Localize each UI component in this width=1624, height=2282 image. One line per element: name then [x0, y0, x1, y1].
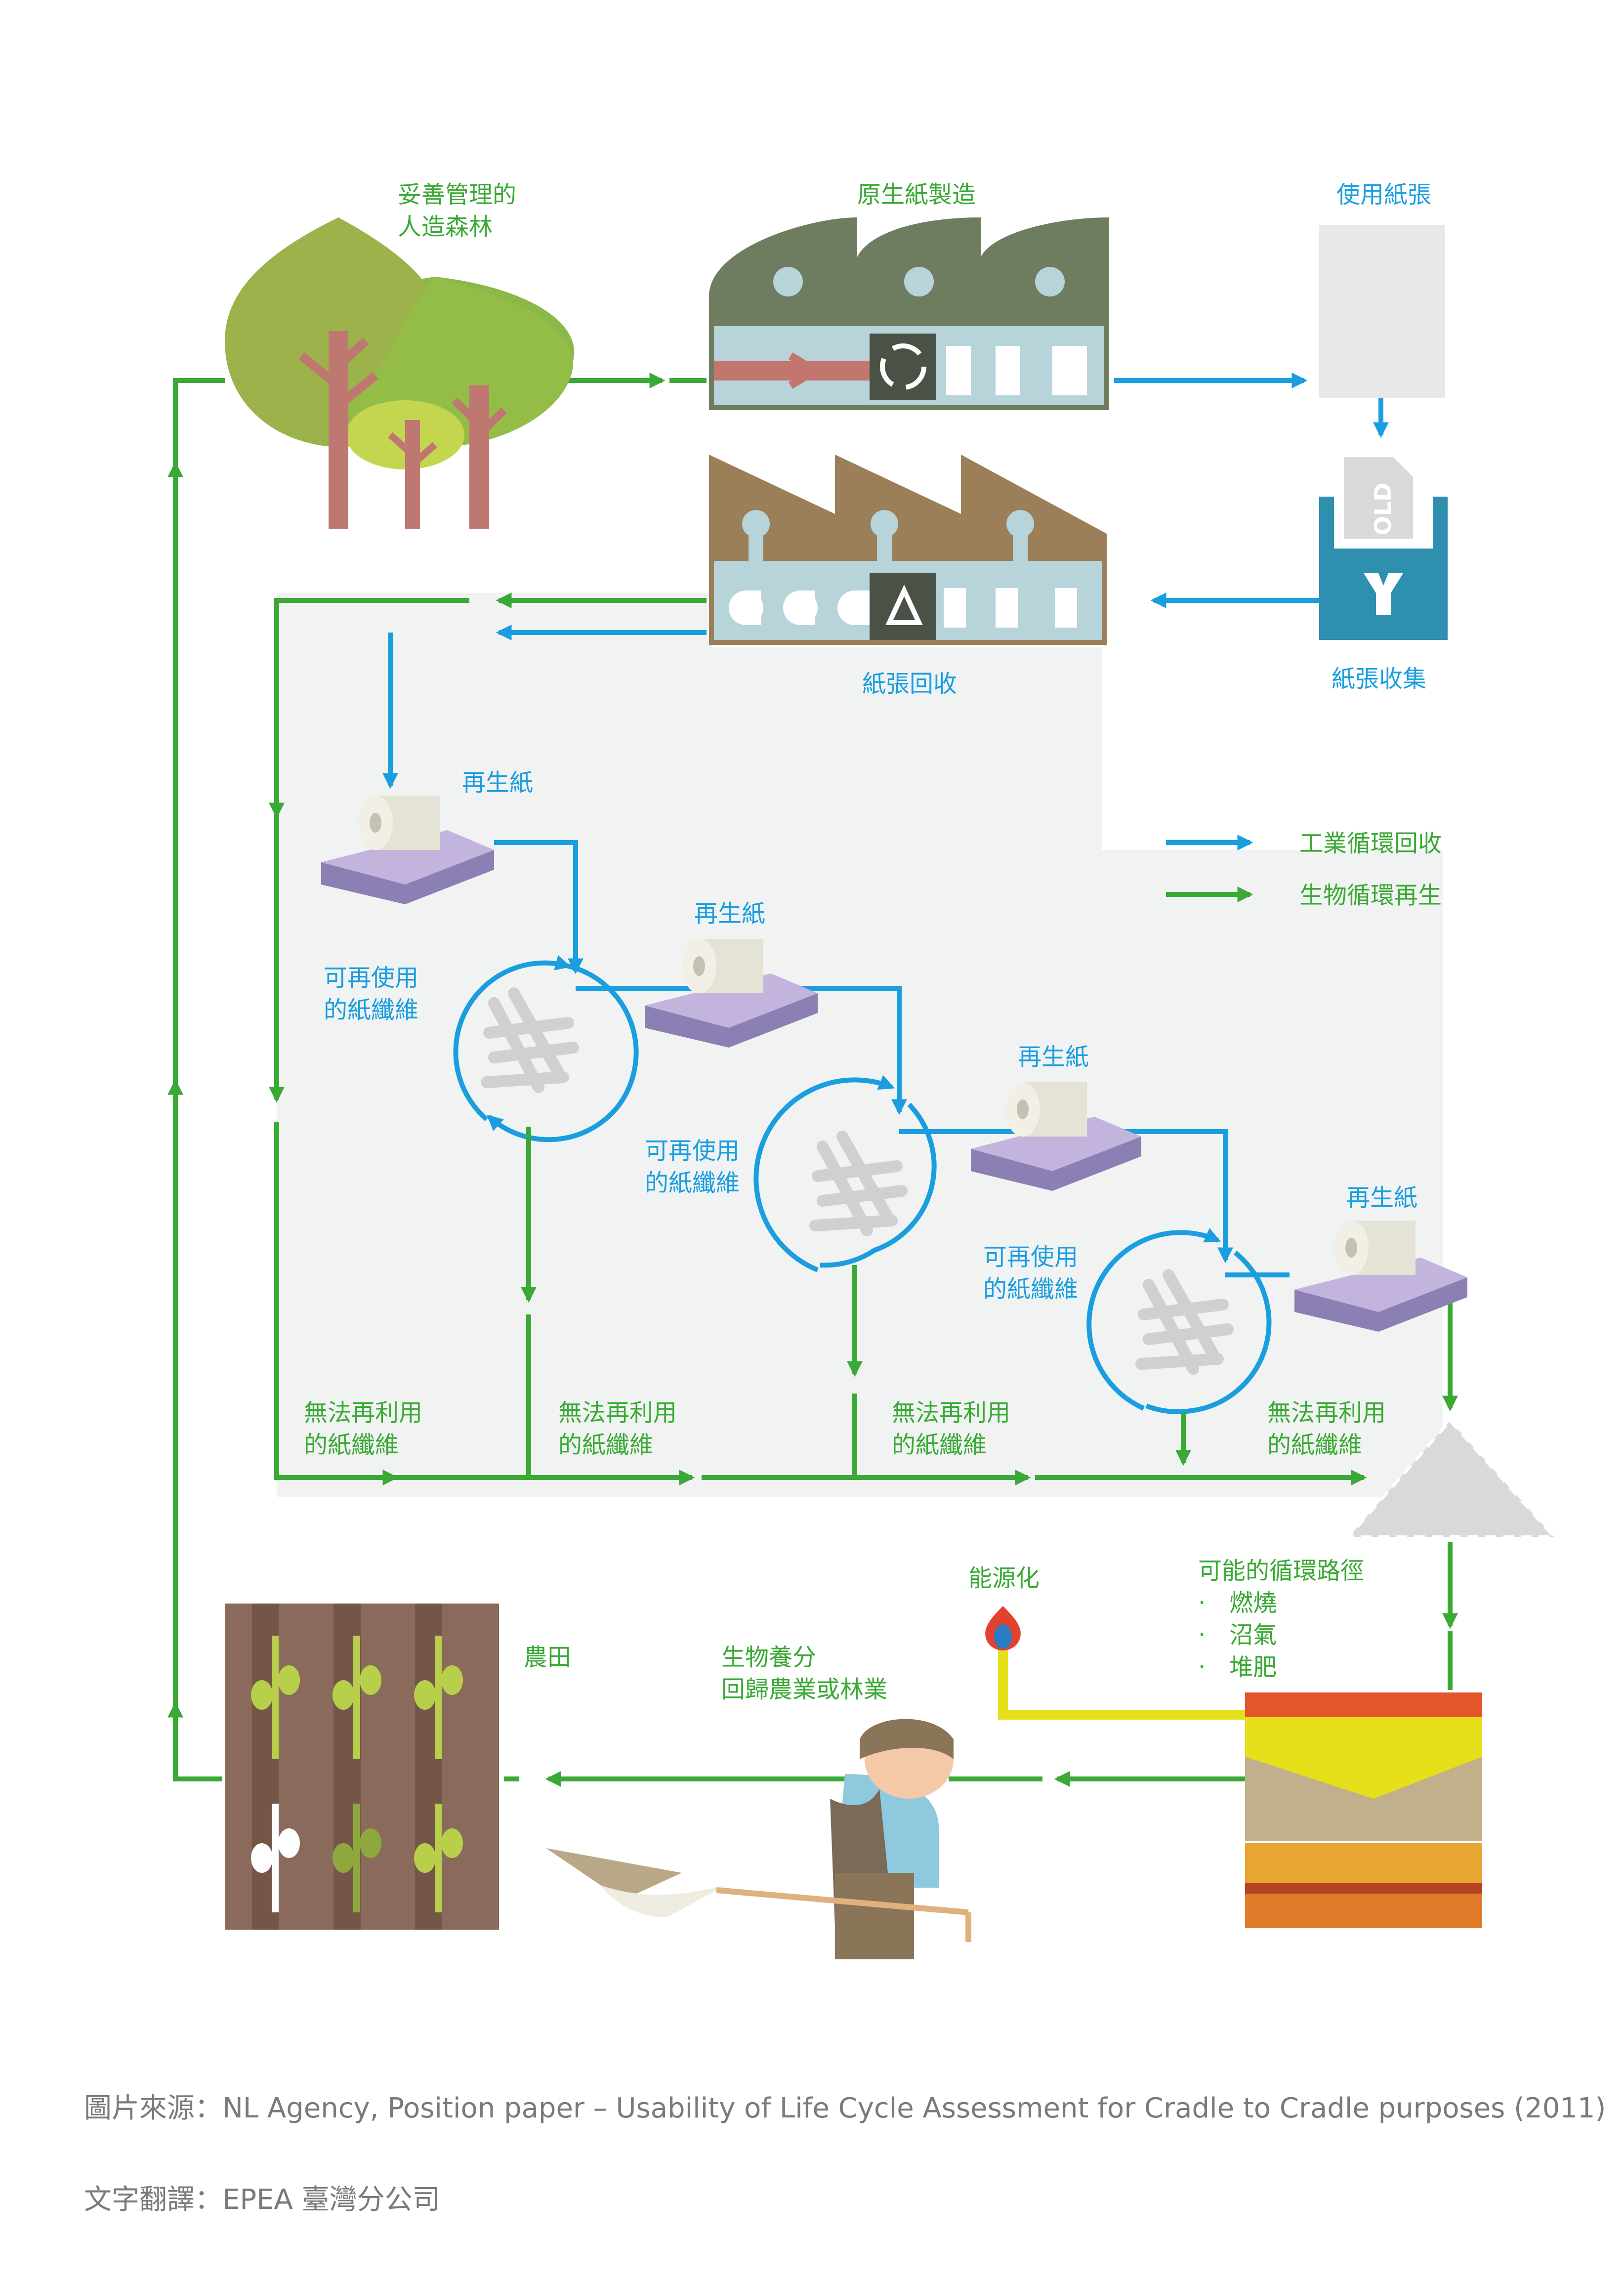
- reusable-fiber-label-line2: 的紙纖維: [645, 1169, 740, 1197]
- forest-label-line2: 人造森林: [398, 213, 493, 241]
- recycling-factory: [709, 455, 1107, 645]
- collection-bin: OLD: [1319, 457, 1448, 640]
- nutrients-label-line2: 回歸農業或林業: [721, 1676, 887, 1703]
- paper-fiber-bundle: [1135, 1269, 1234, 1375]
- virgin-paper-factory: [709, 217, 1109, 410]
- collection-label: 紙張收集: [1332, 665, 1426, 693]
- used-paper-label: 使用紙張: [1336, 181, 1431, 209]
- reusable-fiber-label-line2: 的紙纖維: [324, 996, 418, 1024]
- recycling-label: 紙張回收: [862, 670, 957, 698]
- paper-fiber-bundle: [809, 1131, 908, 1236]
- path-item-compost: · 堆肥: [1198, 1653, 1277, 1681]
- legend-industrial-label: 工業循環回收: [1299, 830, 1442, 857]
- recycled-paper-roll: [645, 939, 818, 1048]
- unusable-fiber-label-line1: 無法再利用: [558, 1399, 677, 1427]
- source-credit: 圖片來源：NL Agency, Position paper – Usabili…: [84, 2092, 1606, 2124]
- recycled-paper-label: 再生紙: [1018, 1043, 1089, 1071]
- possible-paths-label: 可能的循環路徑: [1198, 1557, 1364, 1585]
- farmland-illustration: [225, 1604, 499, 1930]
- unusable-fiber-label-line2: 的紙纖維: [1267, 1431, 1362, 1459]
- industrial-cycle-lines: [382, 372, 1389, 1414]
- unusable-fiber-label-line2: 的紙纖維: [304, 1431, 399, 1459]
- recycled-paper-roll: [321, 796, 494, 904]
- paper-fiber-bundle: [481, 987, 579, 1093]
- translation-credit: 文字翻譯：EPEA 臺灣分公司: [84, 2184, 440, 2216]
- forest-illustration: [225, 217, 575, 529]
- reusable-fiber-label-line1: 可再使用: [645, 1137, 740, 1165]
- path-item-burning: · 燃燒: [1198, 1589, 1277, 1617]
- farmer-illustration: [546, 1719, 971, 1959]
- unusable-fiber-label-line1: 無法再利用: [1267, 1399, 1386, 1427]
- unusable-fiber-label-line2: 的紙纖維: [558, 1431, 653, 1459]
- recycled-paper-label: 再生紙: [1346, 1184, 1417, 1212]
- farmland-label: 農田: [524, 1644, 571, 1671]
- recycled-paper-label: 再生紙: [694, 900, 765, 928]
- reusable-fiber-label-line1: 可再使用: [324, 964, 418, 992]
- used-paper-sheet: [1319, 225, 1445, 398]
- reusable-fiber-label-line2: 的紙纖維: [983, 1275, 1078, 1303]
- recycled-paper-roll: [1294, 1221, 1467, 1332]
- virgin-paper-label: 原生紙製造: [857, 181, 976, 209]
- unusable-fiber-label-line1: 無法再利用: [892, 1399, 1010, 1427]
- path-item-biogas: · 沼氣: [1198, 1621, 1277, 1649]
- legend: 工業循環回收 生物循環再生: [1166, 830, 1442, 909]
- unusable-fiber-label-line1: 無法再利用: [304, 1399, 422, 1427]
- old-tag: OLD: [1370, 483, 1396, 536]
- energy-flame: [985, 1606, 1245, 1720]
- forest-label-line1: 妥善管理的: [398, 181, 516, 209]
- soil-layers: [1245, 1692, 1482, 1928]
- energy-label: 能源化: [968, 1564, 1040, 1592]
- nutrients-label-line1: 生物養分: [721, 1644, 816, 1671]
- unusable-fiber-label-line2: 的紙纖維: [892, 1431, 987, 1459]
- background-panel: [277, 593, 1443, 1497]
- recycled-paper-label: 再生紙: [462, 769, 533, 797]
- legend-biological-label: 生物循環再生: [1299, 882, 1442, 909]
- biological-cycle-lines: [167, 372, 1458, 1787]
- recycled-paper-roll: [971, 1082, 1141, 1191]
- waste-fiber-pile: [1345, 1418, 1557, 1538]
- reusable-fiber-label-line1: 可再使用: [983, 1243, 1078, 1271]
